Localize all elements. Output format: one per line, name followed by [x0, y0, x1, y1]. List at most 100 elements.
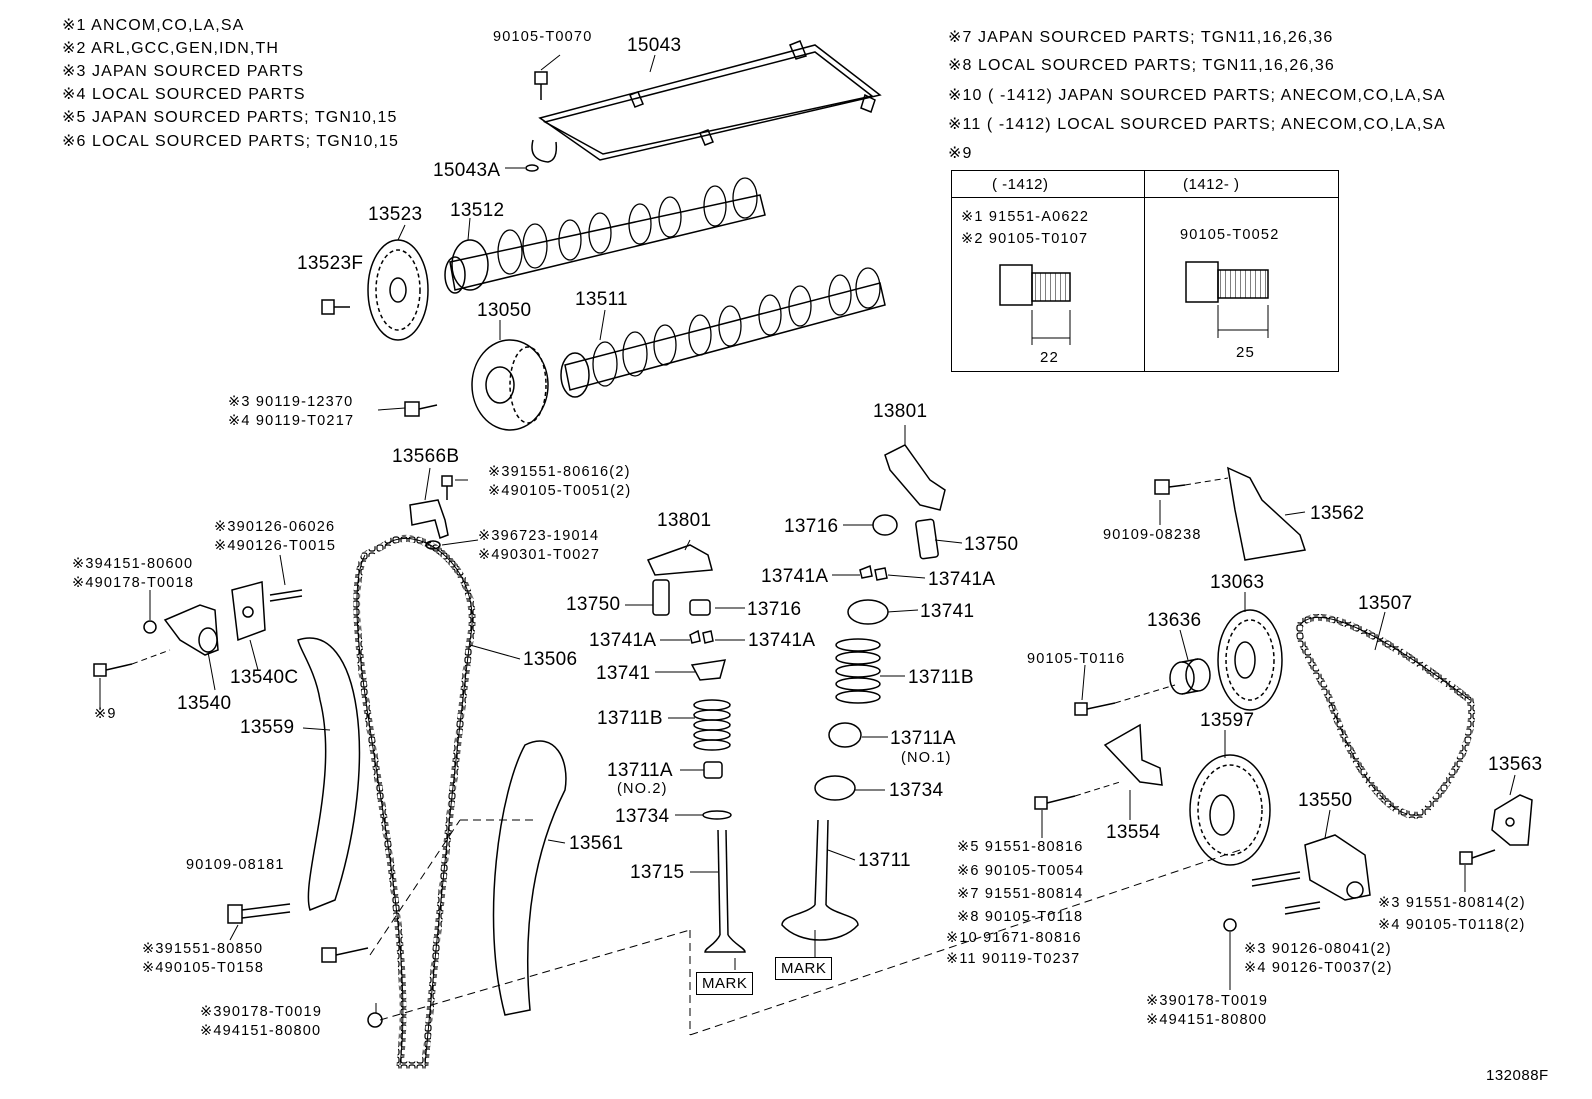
nut-94151-80600	[143, 620, 157, 634]
label-90119-T0237: ※11 90119-T0237	[946, 951, 1081, 967]
label-13506: 13506	[523, 649, 578, 670]
note-4: ※4 LOCAL SOURCED PARTS	[62, 86, 306, 103]
bolt-90105-T0070	[534, 71, 548, 100]
label-13597: 13597	[1200, 710, 1255, 731]
label-13559: 13559	[240, 717, 295, 738]
gasket-15043	[531, 40, 882, 163]
label-90105-T0054: ※6 90105-T0054	[957, 863, 1085, 879]
timing-chain-13506	[353, 535, 476, 1069]
label-13716-right: 13716	[784, 516, 839, 537]
label-94151-80800-left: ※494151-80800	[200, 1023, 322, 1039]
label-90105-T0116: 90105-T0116	[1027, 651, 1126, 667]
label-90126-T0015: ※490126-T0015	[214, 538, 337, 554]
label-13750-right: 13750	[964, 534, 1019, 555]
bolt-90105-T0116	[1074, 702, 1116, 716]
lash-adjuster-13750-right	[915, 518, 939, 560]
label-13801-left: 13801	[657, 510, 712, 531]
retainer-13741-left	[690, 659, 727, 681]
mark-label-left: MARK	[696, 972, 754, 995]
seat-13711A-right	[828, 722, 862, 748]
keeper-13741A-right	[859, 564, 888, 581]
label-13741A-left-1: 13741A	[589, 630, 657, 651]
tensioner-13550	[1304, 834, 1371, 901]
table-col2-header: (1412- )	[1183, 176, 1240, 193]
label-94151-80800-right: ※494151-80800	[1146, 1012, 1268, 1028]
bracket-13566B	[409, 499, 449, 539]
chain-guide-13562	[1227, 466, 1306, 561]
note-11: ※11 ( -1412) LOCAL SOURCED PARTS; ANECOM…	[948, 116, 1446, 133]
nut-90178-T0019-right	[1223, 918, 1237, 932]
seal-13734-left	[702, 810, 732, 820]
label-13561: 13561	[569, 833, 624, 854]
keeper-13741A-left	[689, 629, 714, 644]
gear-13063	[1217, 609, 1283, 711]
label-13750-left: 13750	[566, 594, 621, 615]
bolt-13523F	[321, 299, 350, 315]
label-91551-80616: ※391551-80616(2)	[488, 464, 631, 480]
lash-adjuster-13750-left	[652, 579, 670, 616]
label-90105-T0158: ※490105-T0158	[142, 960, 265, 976]
label-13523: 13523	[368, 204, 423, 225]
label-13741A-right-2: 13741A	[928, 569, 996, 590]
table-col1-row2: ※2 90105-T0107	[961, 231, 1089, 247]
label-13734-left: 13734	[615, 806, 670, 827]
label-90126-08041: ※3 90126-08041(2)	[1244, 941, 1392, 957]
label-13741A-left-2: 13741A	[748, 630, 816, 651]
note-9: ※9	[948, 145, 973, 162]
label-13063: 13063	[1210, 572, 1265, 593]
mark-label-right: MARK	[775, 957, 833, 980]
valve-13715	[704, 829, 746, 953]
bolt-90109-08181	[227, 903, 291, 924]
label-90126-06026: ※390126-06026	[214, 519, 336, 535]
label-91551-80816: ※5 91551-80816	[957, 839, 1084, 855]
valve-13711	[781, 819, 859, 941]
label-13523F: 13523F	[297, 253, 364, 274]
nut-90178-T0019	[367, 1012, 383, 1028]
chain-guide-13559	[297, 637, 361, 911]
label-15043A: 15043A	[433, 160, 501, 181]
bolt-90119	[404, 401, 438, 417]
label-90301-T0027: ※490301-T0027	[478, 547, 601, 563]
label-90178-T0019-right: ※390178-T0019	[1146, 993, 1269, 1009]
label-no2: (NO.2)	[617, 781, 668, 797]
note-3: ※3 JAPAN SOURCED PARTS	[62, 63, 305, 80]
label-91551-80814-2: ※3 91551-80814(2)	[1378, 895, 1526, 911]
note-7: ※7 JAPAN SOURCED PARTS; TGN11,16,26,36	[948, 29, 1334, 46]
retainer-13741-right	[847, 599, 889, 625]
bolt-90109-08238	[1154, 479, 1186, 495]
table-col1-row1: ※1 91551-A0622	[961, 209, 1090, 225]
bolt-spec-table	[951, 170, 1339, 372]
table-bolt-left	[999, 264, 1071, 345]
label-90105-T0118-2: ※4 90105-T0118(2)	[1378, 917, 1526, 933]
label-ref-9: ※9	[94, 706, 117, 722]
label-90109-08181: 90109-08181	[186, 857, 285, 873]
rocker-arm-13801-left	[646, 544, 713, 576]
note-5: ※5 JAPAN SOURCED PARTS; TGN10,15	[62, 109, 398, 126]
label-90119-12370: ※3 90119-12370	[228, 394, 354, 410]
bolt-9	[93, 663, 133, 677]
label-91551-80814: ※7 91551-80814	[957, 886, 1084, 902]
sprocket-13523	[367, 239, 429, 341]
bolt-91551-80850	[321, 947, 369, 963]
spring-13711B-right	[835, 638, 881, 704]
label-13715: 13715	[630, 862, 685, 883]
label-13636: 13636	[1147, 610, 1202, 631]
bolt-91551-80616	[441, 475, 453, 500]
stud-90126	[269, 589, 303, 602]
table-col2-row1: 90105-T0052	[1180, 227, 1280, 243]
o-ring-15043A	[525, 164, 539, 172]
label-13741A-right-1: 13741A	[761, 566, 829, 587]
gasket-13540C	[231, 581, 266, 642]
label-13550: 13550	[1298, 790, 1353, 811]
table-col1-dim: 22	[1040, 349, 1060, 366]
camshaft-13511	[560, 267, 886, 398]
label-13512: 13512	[450, 200, 505, 221]
tensioner-13540	[163, 604, 219, 656]
note-2: ※2 ARL,GCC,GEN,IDN,TH	[62, 40, 279, 57]
label-13711B-right: 13711B	[908, 667, 974, 688]
stem-cap-13716-left	[689, 599, 711, 616]
label-91671-80816: ※10 91671-80816	[946, 930, 1082, 946]
gear-13597	[1189, 754, 1271, 866]
seat-13711A-left	[703, 761, 723, 779]
